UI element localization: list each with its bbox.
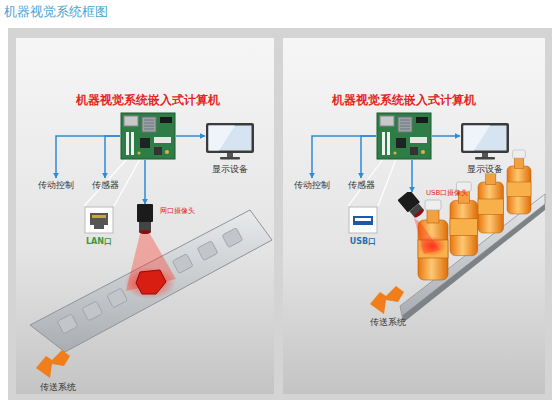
signal-arrow	[411, 160, 413, 192]
inspection-light	[414, 218, 446, 256]
target-label: 传动控制	[290, 178, 334, 192]
signal-arrow	[432, 135, 460, 137]
signal-arrow	[176, 135, 205, 137]
output-target: 传感器	[88, 178, 122, 192]
target-label: 传感器	[344, 178, 378, 192]
monitor-icon	[205, 122, 255, 160]
pcb-icon	[376, 112, 432, 160]
target-label: 传感器	[88, 178, 122, 192]
network-camera: 网口摄像头	[132, 204, 158, 234]
embedded-computer: 机器视觉系统嵌入式计算机	[120, 112, 176, 160]
signal-arrow	[56, 136, 120, 178]
monitor-icon	[460, 122, 510, 160]
display-label: 显示设备	[212, 163, 248, 176]
signal-arrow	[361, 136, 376, 178]
embedded-computer: 机器视觉系统嵌入式计算机	[376, 112, 432, 160]
lan-port: LAN口	[84, 206, 114, 234]
direction-arrow	[370, 286, 404, 314]
conveyor-label: 传送系统	[40, 381, 76, 394]
usb-camera: USB口摄像头	[398, 192, 426, 218]
usb-icon	[348, 206, 378, 234]
output-target: 传感器	[344, 178, 378, 192]
camera-label: 网口摄像头	[160, 206, 195, 216]
signal-arrow	[105, 136, 120, 178]
conveyor-strip	[30, 210, 272, 352]
usb-port: USB口	[348, 206, 378, 234]
right-card	[283, 38, 545, 394]
direction-arrow	[36, 350, 70, 378]
port-label: USB口	[350, 236, 376, 247]
conveyor-label: 传送系统	[370, 316, 406, 329]
computer-heading: 机器视觉系统嵌入式计算机	[76, 93, 220, 108]
signal-arrow	[144, 160, 146, 204]
cam-icon	[132, 204, 158, 234]
outer-panel	[8, 28, 552, 400]
display-device: 显示设备	[460, 122, 510, 160]
output-target: 传动控制	[290, 178, 334, 192]
inspection-light	[124, 234, 176, 299]
pcb-icon	[120, 112, 176, 160]
bottles	[418, 150, 531, 280]
leader-lines	[84, 158, 396, 206]
lan-icon	[84, 206, 114, 234]
port-label: LAN口	[86, 236, 112, 247]
target-label: 传动控制	[34, 178, 78, 192]
computer-heading: 机器视觉系统嵌入式计算机	[332, 93, 476, 108]
left-card	[16, 38, 274, 394]
diagram-title: 机器视觉系统框图	[4, 3, 108, 21]
signal-arrow	[312, 136, 376, 178]
camera-label: USB口摄像头	[426, 188, 468, 198]
output-target: 传动控制	[34, 178, 78, 192]
cam2-icon	[398, 192, 426, 218]
display-label: 显示设备	[467, 163, 503, 176]
display-device: 显示设备	[205, 122, 255, 160]
